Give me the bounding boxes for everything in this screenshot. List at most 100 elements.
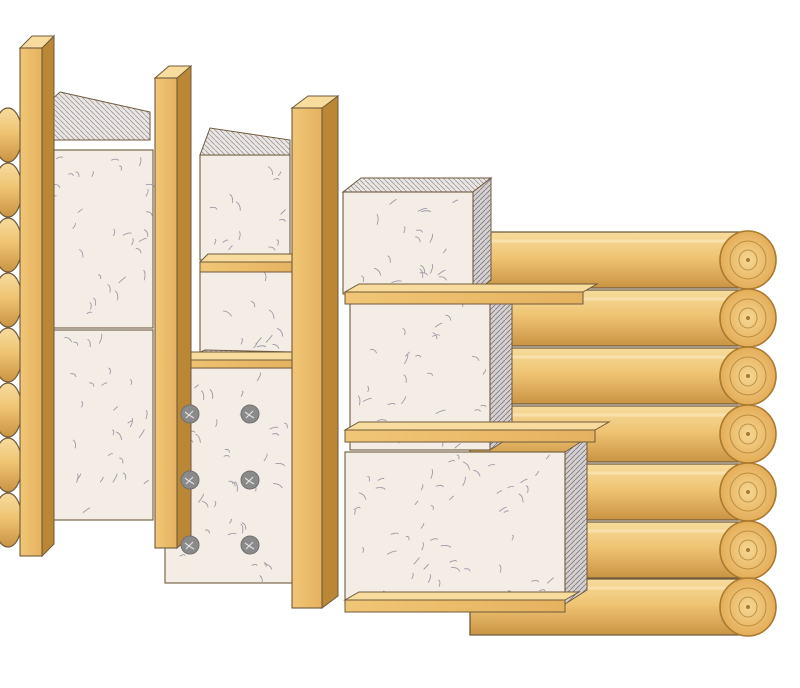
fiber — [143, 480, 149, 484]
fiber — [456, 454, 460, 460]
fiber — [415, 355, 422, 358]
fiber — [473, 469, 481, 477]
fiber — [390, 532, 399, 535]
fiber — [448, 459, 455, 463]
fiber — [420, 210, 431, 213]
log-ring — [729, 414, 767, 454]
fiber — [241, 522, 247, 530]
rail — [343, 591, 581, 613]
fiber — [107, 284, 111, 293]
dowel-mark — [184, 476, 195, 485]
fiber — [108, 367, 111, 375]
fiber — [387, 255, 391, 263]
log-pith — [746, 548, 750, 552]
fiber — [482, 369, 487, 375]
fiber — [251, 563, 258, 566]
rail-top — [343, 283, 599, 293]
fiber — [358, 492, 367, 500]
fiber — [357, 395, 361, 406]
fiber — [414, 500, 419, 505]
log-pith — [746, 605, 750, 609]
stud-front — [154, 77, 178, 549]
fiber — [362, 398, 372, 402]
fiber — [267, 166, 274, 175]
rail — [343, 421, 611, 443]
fiber — [82, 507, 91, 513]
fiber — [201, 500, 209, 508]
rail-front — [344, 291, 584, 305]
dowel-mark — [244, 410, 255, 419]
fiber — [427, 574, 432, 583]
fiber — [240, 523, 244, 534]
rail — [343, 283, 599, 305]
fiber — [76, 473, 79, 483]
left-log-stack — [0, 107, 23, 548]
fiber — [454, 443, 461, 449]
fiber — [420, 484, 424, 491]
fiber — [545, 454, 550, 460]
fiber — [443, 248, 447, 254]
fiber — [434, 323, 443, 328]
fiber — [438, 276, 447, 281]
fiber — [229, 193, 234, 204]
fiber — [464, 568, 471, 572]
fiber — [72, 439, 76, 449]
log — [469, 404, 777, 464]
fiber — [474, 409, 481, 412]
stud — [290, 95, 340, 609]
fiber — [449, 495, 454, 501]
dowel — [180, 535, 200, 555]
fiber — [139, 157, 142, 167]
fiber — [435, 484, 444, 488]
fiber — [353, 508, 356, 515]
fiber — [110, 158, 119, 161]
fiber — [213, 238, 217, 245]
log-ring — [729, 530, 767, 570]
left-log-end — [0, 217, 23, 273]
fiber — [361, 275, 365, 282]
fiber — [73, 341, 79, 346]
fiber — [369, 348, 377, 354]
fiber — [145, 188, 149, 197]
insulation-dowels — [180, 404, 260, 555]
log-ring — [729, 298, 767, 338]
fiber — [209, 389, 214, 399]
fiber — [97, 274, 102, 280]
left-log-end — [0, 382, 23, 438]
fiber — [525, 485, 529, 493]
fiber — [498, 564, 502, 573]
left-log-end — [0, 327, 23, 383]
fiber — [118, 276, 126, 284]
dowel-mark — [244, 541, 255, 550]
fiber — [276, 327, 284, 337]
log-ring — [729, 240, 767, 280]
slab-top-back — [199, 127, 291, 156]
log-pith — [746, 432, 750, 436]
fiber — [115, 290, 119, 301]
fiber — [138, 429, 145, 438]
stud-front — [19, 47, 43, 557]
fiber — [130, 418, 134, 428]
mineral-wool-slabs — [27, 91, 588, 605]
fiber — [275, 462, 286, 467]
log-ring — [738, 365, 758, 387]
fiber — [99, 476, 104, 483]
left-log-end — [0, 272, 23, 328]
fiber — [255, 337, 262, 345]
log-ring — [738, 423, 758, 445]
fiber — [420, 264, 426, 273]
fiber — [143, 229, 149, 238]
left-log-end — [0, 492, 23, 548]
log-ring — [738, 596, 758, 618]
fiber — [269, 426, 279, 430]
fiber — [222, 310, 232, 317]
insulation-slab — [199, 154, 291, 261]
slab-side — [472, 176, 492, 296]
fiber — [122, 232, 132, 236]
fiber — [88, 382, 95, 387]
fiber — [111, 429, 115, 436]
fiber — [435, 409, 446, 414]
fiber — [93, 297, 97, 306]
